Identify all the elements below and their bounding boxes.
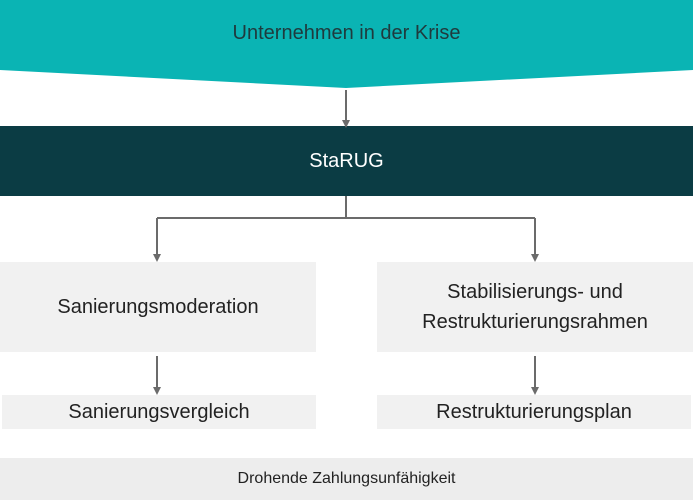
connector-starug-split <box>157 196 347 219</box>
footer-label: Drohende Zahlungsunfähigkeit <box>237 470 456 487</box>
sanierungsvergleich-label: Sanierungsvergleich <box>68 401 250 423</box>
footer-bar: Drohende Zahlungsunfähigkeit <box>0 458 693 500</box>
restrukturierungsplan-label: Restrukturierungsplan <box>436 401 632 423</box>
banner-label: Unternehmen in der Krise <box>232 21 461 44</box>
restrukturierungsplan-box: Restrukturierungsplan <box>377 395 691 429</box>
top-banner: Unternehmen in der Krise <box>0 0 693 88</box>
restrukturierungsrahmen-label-line1: Stabilisierungs- und <box>447 281 623 303</box>
sanierungsmoderation-box: Sanierungsmoderation <box>0 262 316 352</box>
sanierungsmoderation-label: Sanierungsmoderation <box>57 296 259 318</box>
banner-chevron-shape <box>0 0 693 88</box>
starug-label: StaRUG <box>309 149 384 172</box>
sanierungsvergleich-box: Sanierungsvergleich <box>2 395 316 429</box>
restrukturierungsrahmen-label-line2: Restrukturierungsrahmen <box>422 311 648 333</box>
restrukturierungsrahmen-box: Stabilisierungs- und Restrukturierungsra… <box>377 262 693 352</box>
starug-box: StaRUG <box>0 126 693 196</box>
